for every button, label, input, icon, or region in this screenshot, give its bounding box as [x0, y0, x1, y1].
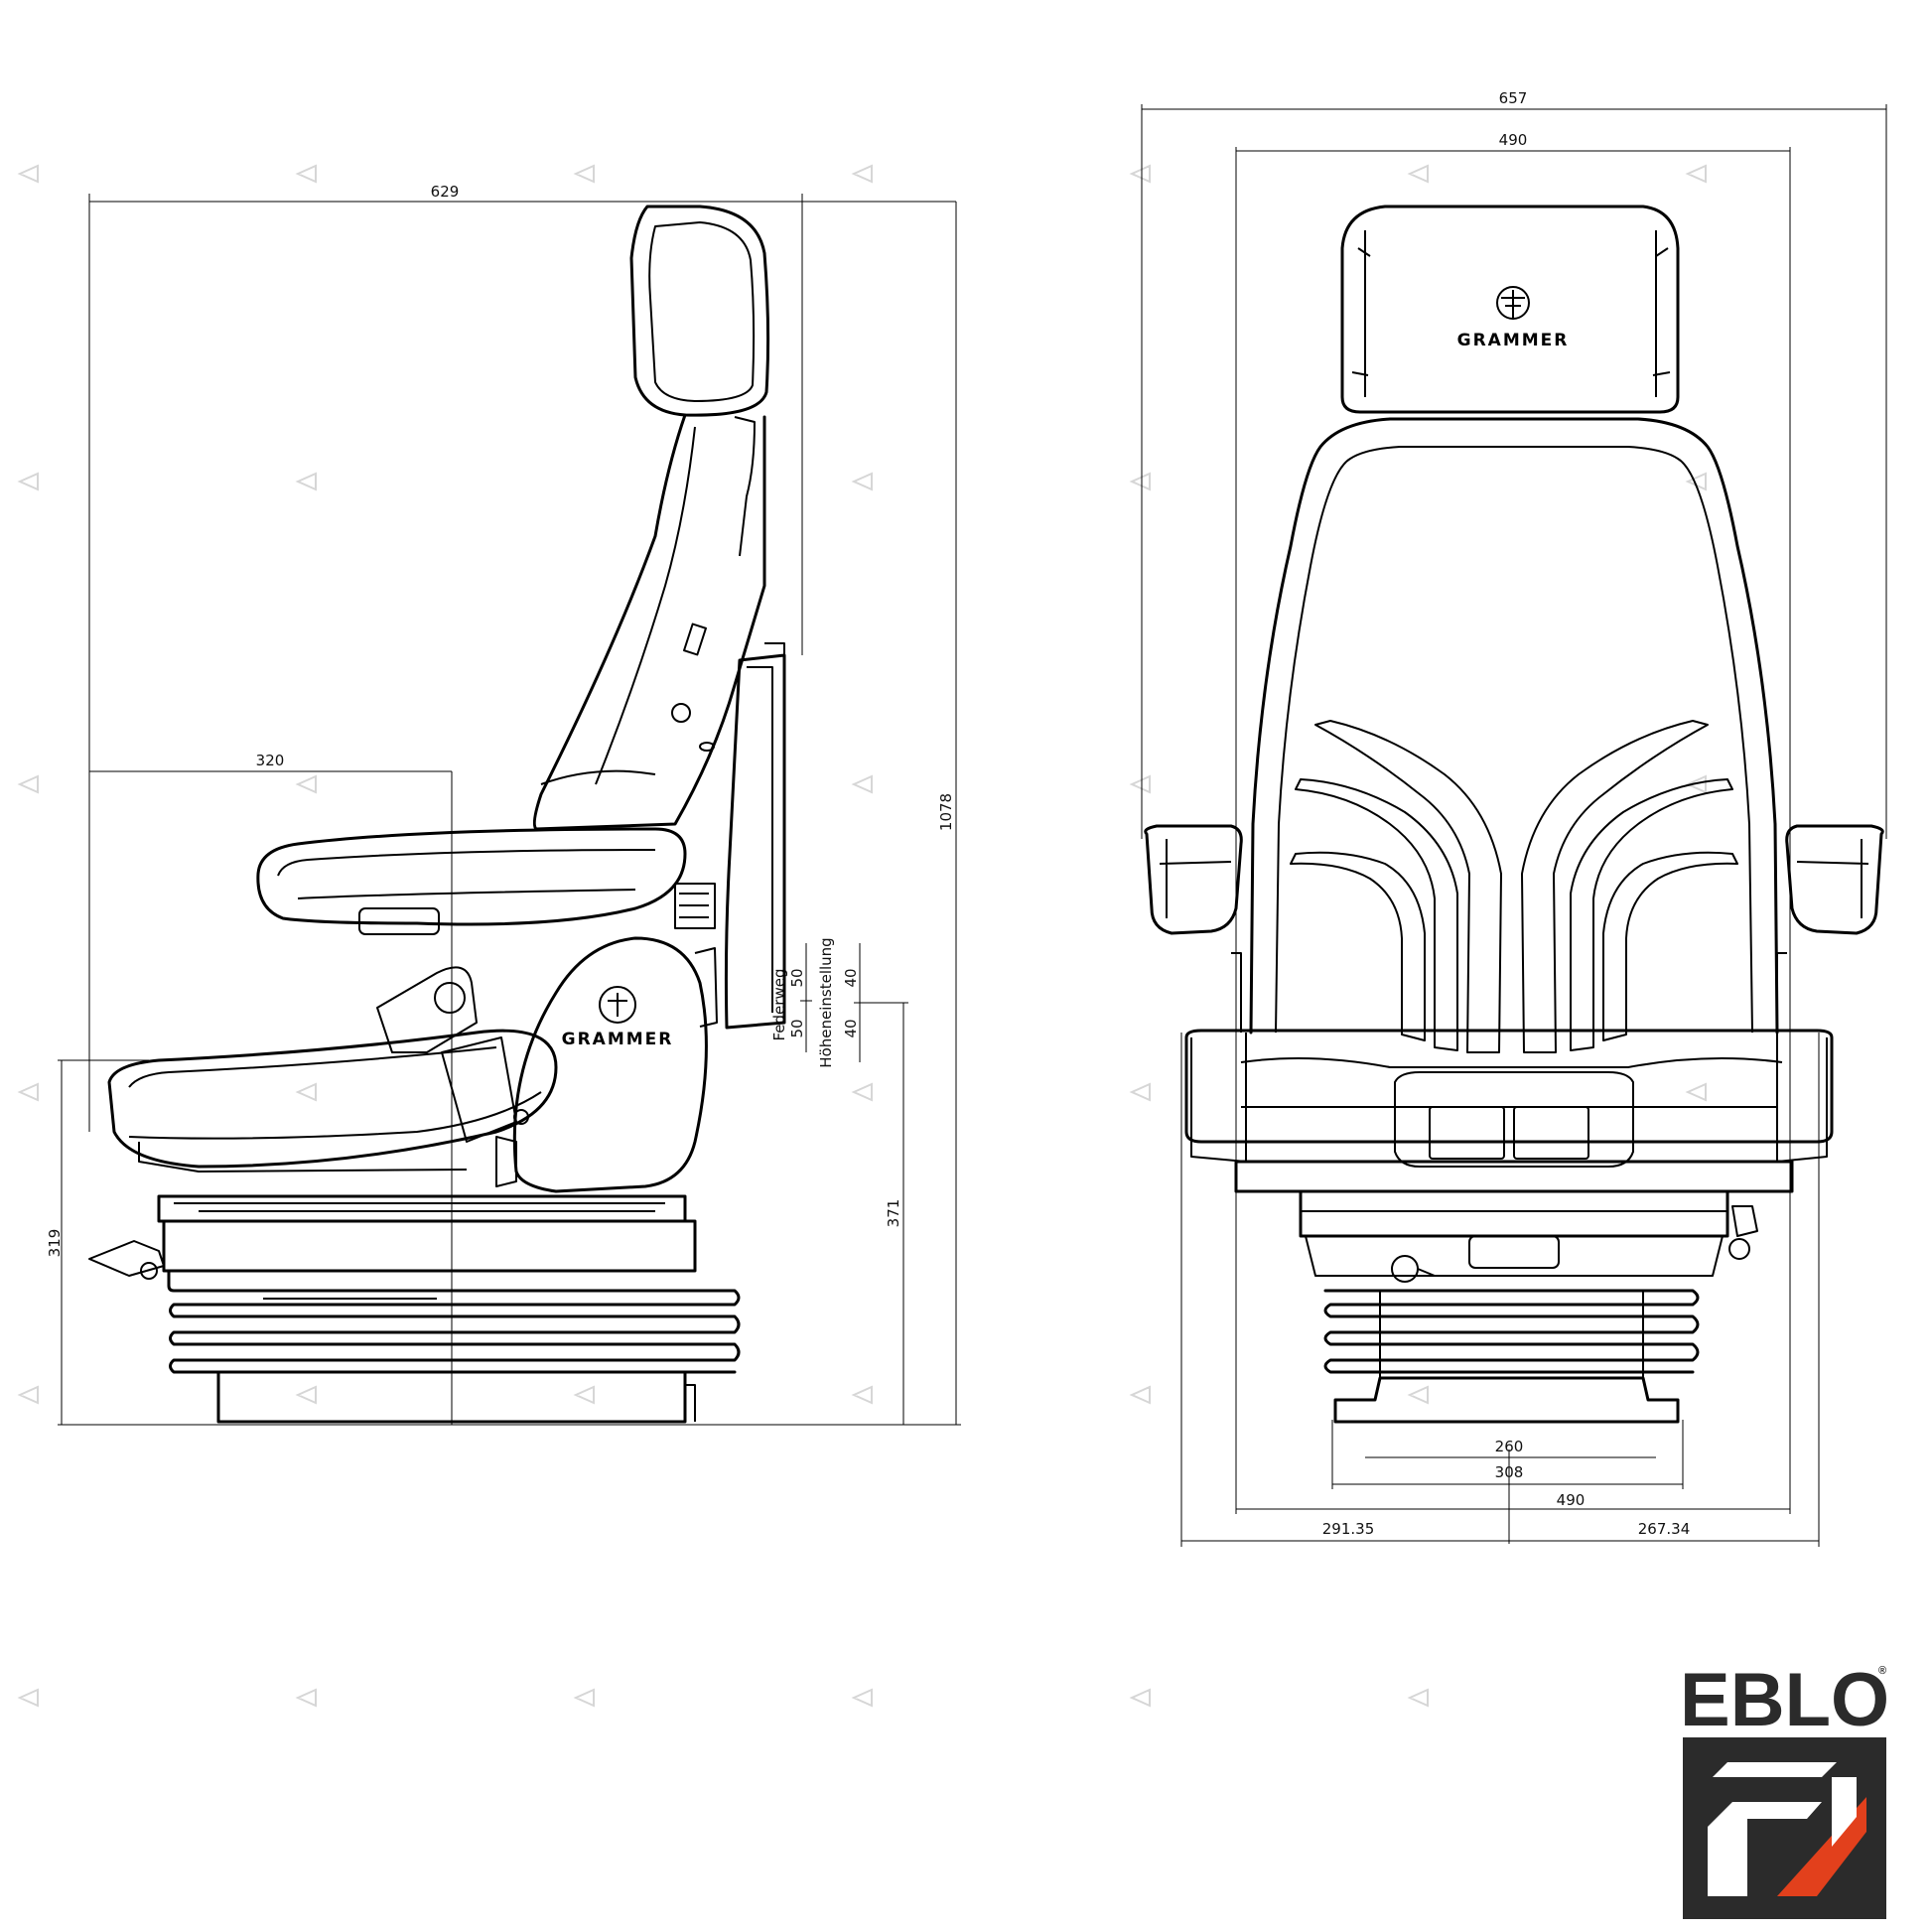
dim-1078: 1078 — [937, 793, 955, 831]
side-lever — [88, 1240, 165, 1277]
side-view: 629 1078 320 319 371 — [46, 183, 961, 1426]
front-seat-cushion — [1184, 1029, 1834, 1144]
front-lower-frame — [1234, 1160, 1794, 1193]
dimension-base-height: 319 — [46, 1059, 923, 1426]
side-rails — [157, 1194, 687, 1223]
side-gas-spring — [724, 653, 786, 1030]
front-headrest — [1340, 205, 1680, 414]
side-base-top — [162, 1219, 697, 1273]
dimension-overall-width: 657 — [1141, 89, 1887, 839]
side-seat-cushion — [107, 1029, 558, 1169]
dimension-base: 260 308 490 291.35 267.34 — [1180, 1033, 1820, 1547]
eblo-logo: EBLO ® — [1680, 1658, 1889, 1919]
side-base-box — [216, 1370, 687, 1424]
front-knob — [1391, 1255, 1419, 1283]
front-view: 657 490 260 308 490 291.35 267.34 — [1141, 89, 1887, 1547]
label-hoeheneinstellung: Höheneinstellung — [817, 937, 835, 1067]
side-armrest — [256, 827, 687, 926]
logo-text: EBLO — [1680, 1658, 1889, 1742]
front-bellows — [1323, 1289, 1700, 1374]
dim-657: 657 — [1499, 89, 1528, 107]
dim-629: 629 — [431, 183, 460, 201]
dim-hoehe-a: 40 — [842, 968, 860, 987]
dim-308: 308 — [1495, 1463, 1524, 1481]
side-mechanism — [512, 936, 708, 1193]
dim-371: 371 — [885, 1199, 902, 1228]
dim-320: 320 — [256, 752, 285, 769]
dim-hoehe-b: 40 — [842, 1019, 860, 1037]
side-bellows — [167, 1269, 741, 1374]
watermark-pattern — [17, 164, 1707, 1708]
front-armrest-left — [1144, 824, 1243, 935]
dim-319: 319 — [46, 1229, 64, 1258]
side-headrest — [629, 205, 770, 417]
dim-267-34: 267.34 — [1638, 1520, 1691, 1538]
dimension-overall-height: 1078 — [874, 202, 961, 1426]
dim-260: 260 — [1495, 1438, 1524, 1455]
svg-text:®: ® — [1878, 1665, 1886, 1677]
front-armrest-right — [1785, 824, 1884, 935]
front-backrest — [1249, 417, 1779, 1035]
dim-federweg-b: 50 — [788, 1019, 806, 1037]
svg-text:GRAMMER: GRAMMER — [562, 1030, 674, 1049]
front-base-plate — [1333, 1376, 1680, 1424]
side-backrest — [532, 413, 766, 831]
dim-291-35: 291.35 — [1322, 1520, 1375, 1538]
seat-side-drawing: GRAMMER — [88, 205, 786, 1424]
dimension-suspension-height: 371 — [854, 1002, 908, 1425]
dim-490-top: 490 — [1499, 131, 1528, 149]
seat-front-drawing: GRAMMER — [1144, 205, 1884, 1424]
dim-federweg-a: 50 — [788, 968, 806, 987]
headrest-brand: GRAMMER — [1457, 331, 1570, 350]
front-backrest-ribs — [1290, 720, 1738, 1053]
dimension-overall-depth: 629 — [88, 183, 956, 1132]
dim-490-bottom: 490 — [1557, 1491, 1586, 1509]
